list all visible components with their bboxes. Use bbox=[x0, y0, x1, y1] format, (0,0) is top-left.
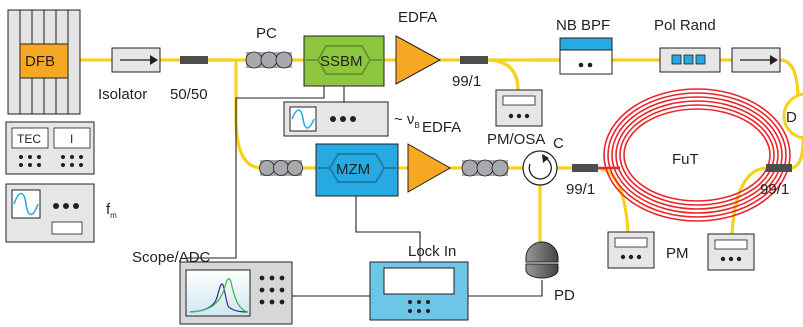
coupler-5050-label: 50/50 bbox=[170, 86, 208, 103]
coupler-991-right-label: 99/1 bbox=[760, 181, 789, 198]
edfa-bottom-icon bbox=[407, 143, 452, 193]
pol-rand bbox=[659, 47, 721, 73]
scope-adc-label: Scope/ADC bbox=[132, 249, 211, 266]
coupler-991-right-icon bbox=[766, 164, 792, 172]
pc-lower-icon bbox=[259, 160, 303, 176]
electrical-wires bbox=[186, 86, 543, 297]
pc-top-icon bbox=[245, 51, 293, 69]
isolator-left bbox=[111, 47, 161, 73]
pm-mid-instrument bbox=[607, 231, 655, 269]
nu-b-subscript: B bbox=[414, 121, 419, 130]
pd-label: PD bbox=[554, 287, 575, 304]
circulator-label: C bbox=[553, 135, 564, 152]
edfa-bottom-label: EDFA bbox=[422, 119, 461, 136]
fiber-coupler-tap-pmosa bbox=[484, 58, 520, 92]
current-label: I bbox=[70, 132, 73, 146]
pm-right-instrument bbox=[707, 233, 755, 271]
circulator-icon bbox=[522, 150, 558, 186]
coupler-5050-icon bbox=[180, 56, 208, 64]
fm-subscript: m bbox=[110, 211, 117, 220]
isolator-right bbox=[731, 47, 781, 73]
mzm-label: MZM bbox=[336, 161, 370, 178]
lock-in-label: Lock In bbox=[408, 243, 456, 260]
ssbm-label: SSBM bbox=[320, 53, 363, 70]
edfa-top-label: EDFA bbox=[398, 9, 437, 26]
lock-in-amplifier bbox=[369, 261, 469, 321]
pol-rand-label: Pol Rand bbox=[654, 17, 716, 34]
pd-photodiode-icon bbox=[525, 241, 559, 279]
coupler-991-mid-label: 99/1 bbox=[566, 181, 595, 198]
fiber-isolator-detector bbox=[778, 58, 800, 102]
dfb-label: DFB bbox=[25, 53, 55, 70]
pc-label: PC bbox=[256, 25, 277, 42]
fiber-lower-branch bbox=[234, 60, 264, 170]
fut-coil bbox=[596, 88, 791, 222]
coupler-991-top-icon bbox=[460, 56, 488, 64]
nb-bpf-label: NB BPF bbox=[556, 17, 610, 34]
pc-after-edfa-icon bbox=[461, 159, 509, 177]
coupler-991-mid-icon bbox=[572, 164, 598, 172]
nu-b-label: ~ νB bbox=[394, 111, 420, 130]
fiber-right-tap-pm bbox=[730, 166, 768, 236]
isolator-label: Isolator bbox=[98, 86, 147, 103]
pm-label: PM bbox=[666, 245, 689, 262]
rf-generator-ssbm bbox=[283, 101, 389, 137]
tec-current-controller bbox=[5, 121, 95, 175]
dfb-laser: DFB bbox=[7, 9, 81, 115]
edfa-top-icon bbox=[395, 35, 442, 85]
tec-label: TEC bbox=[17, 132, 41, 146]
detector-d-label: D bbox=[786, 109, 797, 126]
dfb-chip bbox=[19, 43, 69, 79]
pm-osa-instrument bbox=[495, 89, 543, 127]
coupler-991-top-label: 99/1 bbox=[452, 73, 481, 90]
fut-label: FuT bbox=[672, 151, 699, 168]
detector-d-icon bbox=[782, 92, 803, 140]
fm-generator bbox=[5, 183, 95, 243]
scope-adc-instrument bbox=[179, 261, 293, 325]
pm-osa-label: PM/OSA bbox=[487, 131, 545, 148]
nb-bpf bbox=[559, 37, 613, 75]
mzm-modulator: MZM bbox=[315, 143, 399, 197]
fm-label: fm bbox=[106, 201, 117, 220]
ssbm-modulator: SSBM bbox=[303, 35, 385, 87]
